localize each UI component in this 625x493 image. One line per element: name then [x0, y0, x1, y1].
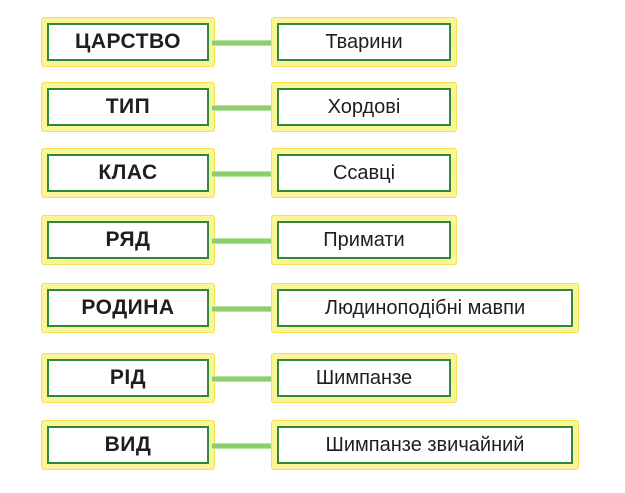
level-row-genus: РІД Шимпанзе: [0, 354, 625, 402]
level-row-phylum: ТИП Хордові: [0, 83, 625, 131]
rank-label: ТИП: [47, 88, 209, 126]
rank-label: РІД: [47, 359, 209, 397]
taxon-label: Шимпанзе звичайний: [277, 426, 573, 464]
taxon-box: Ссавці: [272, 149, 456, 197]
rank-box: КЛАС: [42, 149, 214, 197]
rank-label: РЯД: [47, 221, 209, 259]
taxon-box: Шимпанзе звичайний: [272, 421, 578, 469]
rank-box: РОДИНА: [42, 284, 214, 332]
connector-line: [212, 105, 274, 111]
connector-line: [212, 40, 274, 46]
level-row-species: ВИД Шимпанзе звичайний: [0, 421, 625, 469]
connector-line: [212, 376, 274, 382]
taxon-box: Тварини: [272, 18, 456, 66]
connector-line: [212, 238, 274, 244]
taxon-label: Шимпанзе: [277, 359, 451, 397]
taxon-label: Тварини: [277, 23, 451, 61]
taxon-label: Хордові: [277, 88, 451, 126]
rank-label: ВИД: [47, 426, 209, 464]
level-row-order: РЯД Примати: [0, 216, 625, 264]
connector-line: [212, 171, 274, 177]
taxon-label: Людиноподібні мавпи: [277, 289, 573, 327]
rank-label: РОДИНА: [47, 289, 209, 327]
level-row-kingdom: ЦАРСТВО Тварини: [0, 18, 625, 66]
level-row-family: РОДИНА Людиноподібні мавпи: [0, 284, 625, 332]
rank-box: ВИД: [42, 421, 214, 469]
rank-label: ЦАРСТВО: [47, 23, 209, 61]
connector-line: [212, 306, 274, 312]
rank-box: РІД: [42, 354, 214, 402]
connector-line: [212, 443, 274, 449]
taxon-label: Примати: [277, 221, 451, 259]
taxon-box: Хордові: [272, 83, 456, 131]
taxon-box: Шимпанзе: [272, 354, 456, 402]
taxon-box: Примати: [272, 216, 456, 264]
rank-box: РЯД: [42, 216, 214, 264]
rank-box: ТИП: [42, 83, 214, 131]
taxon-box: Людиноподібні мавпи: [272, 284, 578, 332]
level-row-class: КЛАС Ссавці: [0, 149, 625, 197]
rank-box: ЦАРСТВО: [42, 18, 214, 66]
rank-label: КЛАС: [47, 154, 209, 192]
taxon-label: Ссавці: [277, 154, 451, 192]
